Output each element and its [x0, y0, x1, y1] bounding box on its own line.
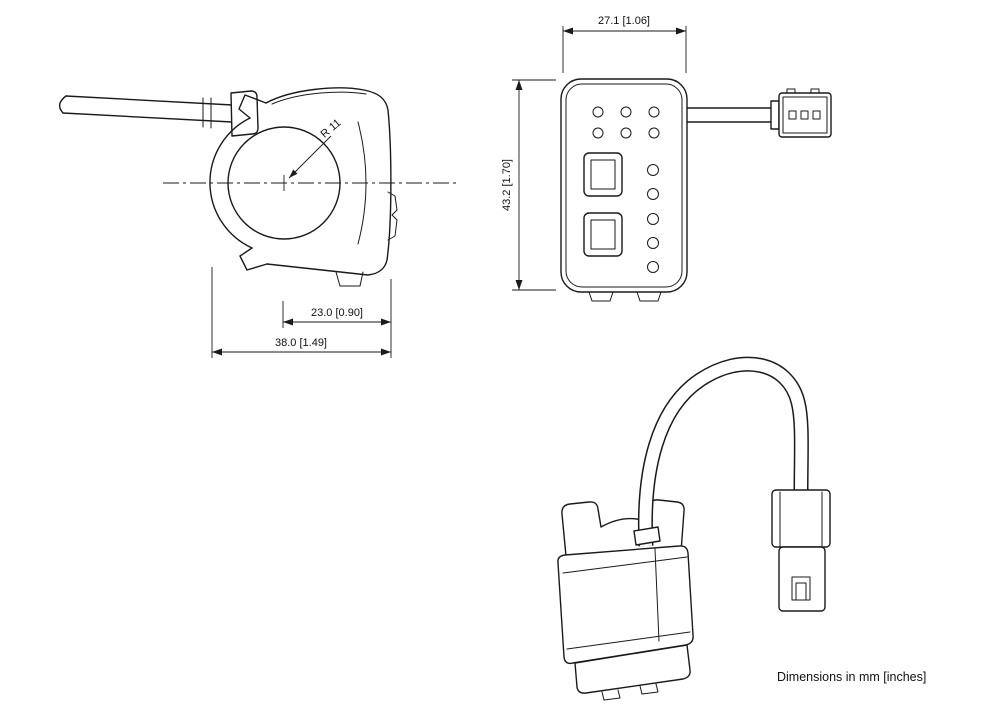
- persp-base-tab-1: [601, 689, 621, 701]
- radius-leader-line: [288, 135, 332, 179]
- radius-label: R 11: [319, 117, 344, 141]
- dim27-label: 27.1 [1.06]: [598, 15, 650, 27]
- device-side-body: [209, 87, 398, 287]
- device-outer-outline: [560, 78, 688, 293]
- perspective-view: [557, 356, 831, 701]
- dim38-label: 38.0 [1.49]: [275, 337, 327, 349]
- indicator-column: [647, 164, 659, 273]
- indicator-dot: [647, 237, 659, 249]
- side-button-bumps: [387, 191, 398, 241]
- connector-latch-bump-1: [786, 88, 796, 94]
- dim38-arrow-left: [212, 348, 222, 356]
- body-outline: [265, 87, 392, 276]
- front-connector: [770, 88, 832, 138]
- cable-fill: [639, 358, 808, 547]
- persp-connector: [771, 489, 831, 612]
- bottom-tab-1: [588, 291, 614, 302]
- persp-connector-body: [778, 546, 826, 612]
- led-dot: [592, 127, 604, 139]
- dim43-arrow-top: [515, 80, 523, 90]
- body-inner-top-line: [271, 91, 367, 105]
- device-inner-outline: [565, 83, 683, 288]
- indicator-dot: [647, 261, 659, 273]
- clamp-bottom-tab: [239, 247, 268, 271]
- dim23-arrow-right: [381, 318, 391, 326]
- persp-body-bottom-line: [566, 631, 691, 650]
- side-view: R 11 23.0 [0.90] 38.0 [1.49]: [58, 87, 458, 358]
- dim-inner-width: 23.0 [0.90]: [282, 279, 392, 328]
- dim-front-height: 43.2 [1.70]: [501, 79, 556, 291]
- handlebar-top-edge: [65, 95, 252, 107]
- bottom-foot: [335, 271, 364, 287]
- dim27-arrow-left: [563, 27, 573, 35]
- front-cable: [686, 107, 773, 123]
- led-dot: [648, 106, 660, 118]
- persp-body: [557, 545, 694, 665]
- dim27-arrow-right: [676, 27, 686, 35]
- dim43-label: 43.2 [1.70]: [501, 159, 513, 211]
- handlebar-bottom-edge: [62, 112, 252, 124]
- led-dot: [620, 127, 632, 139]
- handlebar: [58, 90, 259, 137]
- led-dot: [592, 106, 604, 118]
- connector-neck: [770, 100, 780, 130]
- button-lower-outer: [583, 212, 623, 257]
- dim23-label: 23.0 [0.90]: [311, 307, 363, 319]
- front-device: [560, 78, 688, 302]
- cable-collar: [633, 526, 661, 546]
- dim-front-width: 27.1 [1.06]: [562, 15, 687, 73]
- led-grid: [592, 106, 660, 139]
- indicator-dot: [647, 188, 659, 200]
- button-upper: [583, 152, 623, 197]
- dim43-arrow-bottom: [515, 280, 523, 290]
- dim23-arrow-left: [283, 318, 293, 326]
- persp-base: [574, 644, 691, 694]
- persp-cable: [637, 356, 809, 547]
- connector-latch-bump-2: [810, 88, 820, 94]
- button-upper-inner: [590, 159, 616, 190]
- units-footnote: Dimensions in mm [inches]: [777, 670, 926, 684]
- indicator-dot: [647, 164, 659, 176]
- front-view: 27.1 [1.06] 43.2 [1.70]: [501, 15, 832, 302]
- connector-pin-2: [800, 110, 809, 120]
- radius-callout: R 11: [288, 117, 344, 179]
- connector-pin-3: [812, 110, 821, 120]
- clamp-bore-circle: [227, 126, 341, 240]
- led-dot: [620, 106, 632, 118]
- persp-body-top-line: [562, 556, 688, 574]
- connector-housing: [778, 92, 832, 138]
- connector-pin-1: [788, 110, 797, 120]
- dim-overall-width: 38.0 [1.49]: [211, 267, 392, 358]
- radius-arrowhead: [289, 169, 298, 178]
- button-upper-outer: [583, 152, 623, 197]
- connector-inner-face: [782, 96, 828, 134]
- persp-connector-latch-inner: [795, 582, 807, 601]
- clamp-outer-arc: [209, 117, 253, 249]
- bottom-tab-2: [636, 291, 662, 302]
- handlebar-end-cap: [58, 95, 67, 114]
- persp-base-tab-2: [639, 683, 659, 695]
- button-lower: [583, 212, 623, 257]
- persp-connector-sleeve: [771, 489, 831, 548]
- clamp-top-tab: [238, 94, 267, 119]
- body-inner-right-arc: [357, 121, 367, 245]
- led-dot: [648, 127, 660, 139]
- persp-body-edge-line: [654, 548, 660, 642]
- dim38-arrow-right: [381, 348, 391, 356]
- button-lower-inner: [590, 219, 616, 250]
- indicator-dot: [647, 213, 659, 225]
